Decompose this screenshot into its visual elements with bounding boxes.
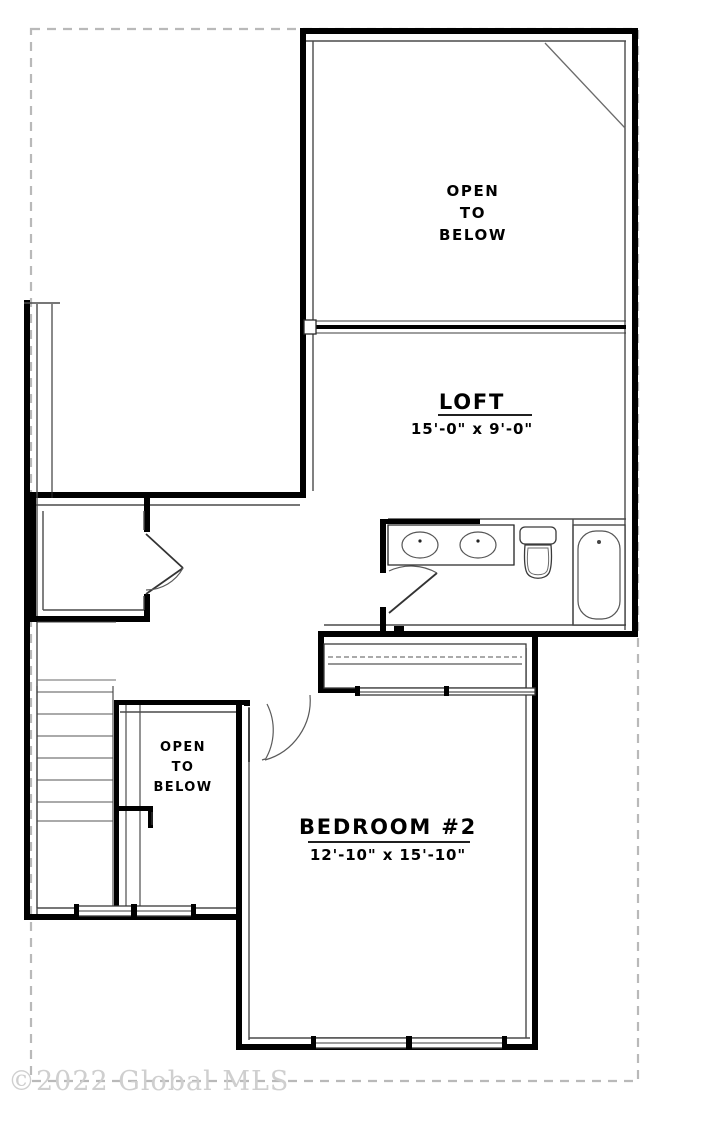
label-loft: LOFT 15'-0" x 9'-0" bbox=[411, 390, 533, 438]
bathroom-door[interactable] bbox=[388, 565, 438, 614]
open-to-below-lower-enclosure bbox=[114, 700, 244, 910]
bedroom-window bbox=[311, 1036, 507, 1050]
loft-dimensions: 15'-0" x 9'-0" bbox=[411, 420, 533, 438]
bedroom-2-room-name: BEDROOM #2 bbox=[299, 815, 477, 839]
hall-closet bbox=[30, 498, 150, 622]
vaulted-ceiling-line bbox=[544, 42, 626, 129]
bedroom-closet-doors[interactable] bbox=[355, 686, 536, 696]
label-open-to-below-upper: OPEN TO BELOW bbox=[439, 182, 507, 244]
loft-railing bbox=[303, 319, 626, 335]
mls-watermark: ©2022 Global MLS bbox=[8, 1066, 289, 1097]
loft-room-name: LOFT bbox=[439, 390, 505, 414]
bathtub-icon bbox=[572, 524, 626, 626]
bathroom-walls bbox=[380, 518, 626, 633]
toilet-icon bbox=[519, 526, 557, 579]
bedroom-2-dimensions: 12'-10" x 15'-10" bbox=[310, 846, 466, 864]
open-to-below-lower-line3: BELOW bbox=[154, 780, 213, 795]
sink-right-icon bbox=[459, 531, 497, 559]
label-bedroom-2: BEDROOM #2 12'-10" x 15'-10" bbox=[299, 815, 477, 864]
bedroom-door[interactable] bbox=[244, 694, 311, 762]
bathroom-vanity bbox=[387, 524, 515, 566]
hall-closet-door[interactable] bbox=[145, 533, 184, 595]
open-to-below-lower-line2: TO bbox=[172, 760, 195, 775]
sink-left-icon bbox=[401, 531, 439, 559]
stair-window bbox=[74, 904, 196, 918]
open-to-below-lower-line1: OPEN bbox=[160, 740, 206, 755]
stairs bbox=[36, 621, 116, 908]
open-to-below-upper-line3: BELOW bbox=[439, 226, 507, 244]
open-to-below-upper-line2: TO bbox=[460, 204, 486, 222]
bedroom-closet bbox=[323, 626, 527, 689]
open-to-below-upper-line1: OPEN bbox=[447, 182, 500, 200]
label-open-to-below-lower: OPEN TO BELOW bbox=[154, 740, 213, 795]
